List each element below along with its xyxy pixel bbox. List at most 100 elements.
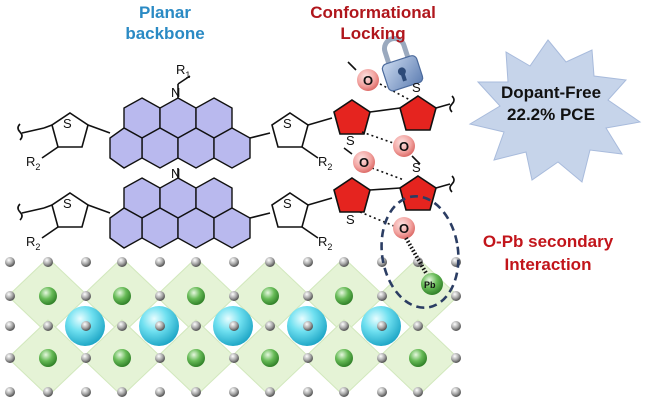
locked-thiophene-ring: [333, 177, 371, 213]
atom-label-o: O: [399, 221, 409, 236]
halide-sphere: [5, 291, 15, 301]
o-pb-bond: [404, 237, 432, 281]
pce-line1: Dopant-Free: [500, 83, 602, 102]
locked-thiophene-ring: [333, 99, 371, 135]
interaction-line2: Interaction: [504, 255, 592, 274]
halide-sphere: [43, 387, 53, 397]
locking-label-line2: Locking: [340, 24, 406, 43]
s-o-interaction: [379, 83, 411, 101]
polymer-chain-bottom: [17, 167, 455, 249]
pb-sphere: [187, 287, 205, 305]
halide-sphere: [155, 321, 165, 331]
halide-sphere: [229, 321, 239, 331]
bond: [87, 124, 111, 134]
thiophene-ring: [271, 112, 309, 148]
oxygen-spheres: [343, 61, 421, 239]
octahedra-layer: [7, 257, 459, 397]
thiophene-ring: [51, 192, 89, 228]
pb-sphere: [335, 349, 353, 367]
atom-label-n: N: [171, 85, 180, 100]
halide-sphere: [377, 387, 387, 397]
oxygen-sphere: [393, 135, 415, 157]
pb-sphere: [113, 349, 131, 367]
bond: [41, 146, 59, 159]
perovskite-lattice: [5, 257, 461, 397]
interaction-highlight-ellipse: [380, 194, 460, 310]
halide-sphere: [81, 257, 91, 267]
atom-label-r2: R2: [26, 154, 40, 172]
atom-label-r2: R2: [318, 154, 332, 172]
bond: [41, 226, 59, 239]
bond: [301, 226, 319, 239]
halide-sphere: [229, 353, 239, 363]
pb-sphere: [335, 287, 353, 305]
atom-label-s: S: [412, 160, 421, 175]
pyrene-core: [109, 97, 251, 169]
halide-sphere: [81, 321, 91, 331]
halide-sphere: [155, 257, 165, 267]
s-o-interaction: [359, 211, 395, 227]
atom-label-r2: R2: [26, 234, 40, 252]
methyl-bond: [411, 155, 421, 165]
bond: [369, 107, 401, 113]
halide-sphere: [451, 353, 461, 363]
halide-sphere: [81, 387, 91, 397]
halide-sphere: [413, 321, 423, 331]
atom-label-s: S: [346, 212, 355, 227]
pb-sphere: [113, 287, 131, 305]
halide-sphere: [229, 387, 239, 397]
halide-sphere: [191, 321, 201, 331]
bond: [301, 146, 319, 159]
bond: [43, 204, 53, 209]
halide-sphere: [81, 291, 91, 301]
bond: [21, 127, 45, 134]
bond: [87, 204, 111, 214]
pb-sphere: [187, 349, 205, 367]
methyl-bond: [343, 147, 353, 155]
atom-label-s: S: [63, 196, 72, 211]
methyl-bond: [347, 61, 357, 71]
bond: [177, 75, 191, 85]
halide-sphere: [265, 387, 275, 397]
pb-sphere-layer: [39, 287, 427, 367]
halide-sphere: [43, 257, 53, 267]
halide-sphere: [339, 321, 349, 331]
bond: [21, 207, 45, 214]
wavy-terminal: [449, 95, 455, 113]
thiophene-ring: [271, 192, 309, 228]
atom-label-s: S: [412, 80, 421, 95]
planar-backbone-label: Planar backbone: [110, 2, 220, 44]
wavy-terminal: [449, 175, 455, 193]
atom-label-s: S: [63, 116, 72, 131]
bond: [369, 187, 401, 191]
oxygen-sphere: [357, 69, 379, 91]
wavy-terminal: [17, 123, 23, 141]
pb-sphere: [409, 349, 427, 367]
bond: [435, 103, 451, 109]
halide-sphere: [339, 257, 349, 267]
halide-sphere: [265, 257, 275, 267]
bond: [307, 117, 333, 126]
halide-sphere: [303, 353, 313, 363]
halide-sphere: [229, 291, 239, 301]
halide-sphere: [265, 321, 275, 331]
halide-sphere: [451, 291, 461, 301]
wavy-terminal: [17, 203, 23, 221]
halide-sphere: [451, 321, 461, 331]
bond: [43, 124, 53, 129]
oxygen-sphere: [393, 217, 415, 239]
atom-label-o: O: [359, 155, 369, 170]
bond: [307, 197, 333, 206]
pyrene-core: [109, 177, 251, 249]
oxygen-sphere: [353, 151, 375, 173]
bond: [435, 183, 451, 189]
s-o-interaction: [361, 131, 397, 145]
s-o-interaction: [371, 167, 405, 181]
halide-sphere: [155, 353, 165, 363]
callout-burst: [468, 39, 642, 183]
halide-sphere: [117, 387, 127, 397]
pb-sphere: [39, 349, 57, 367]
halide-sphere: [303, 291, 313, 301]
